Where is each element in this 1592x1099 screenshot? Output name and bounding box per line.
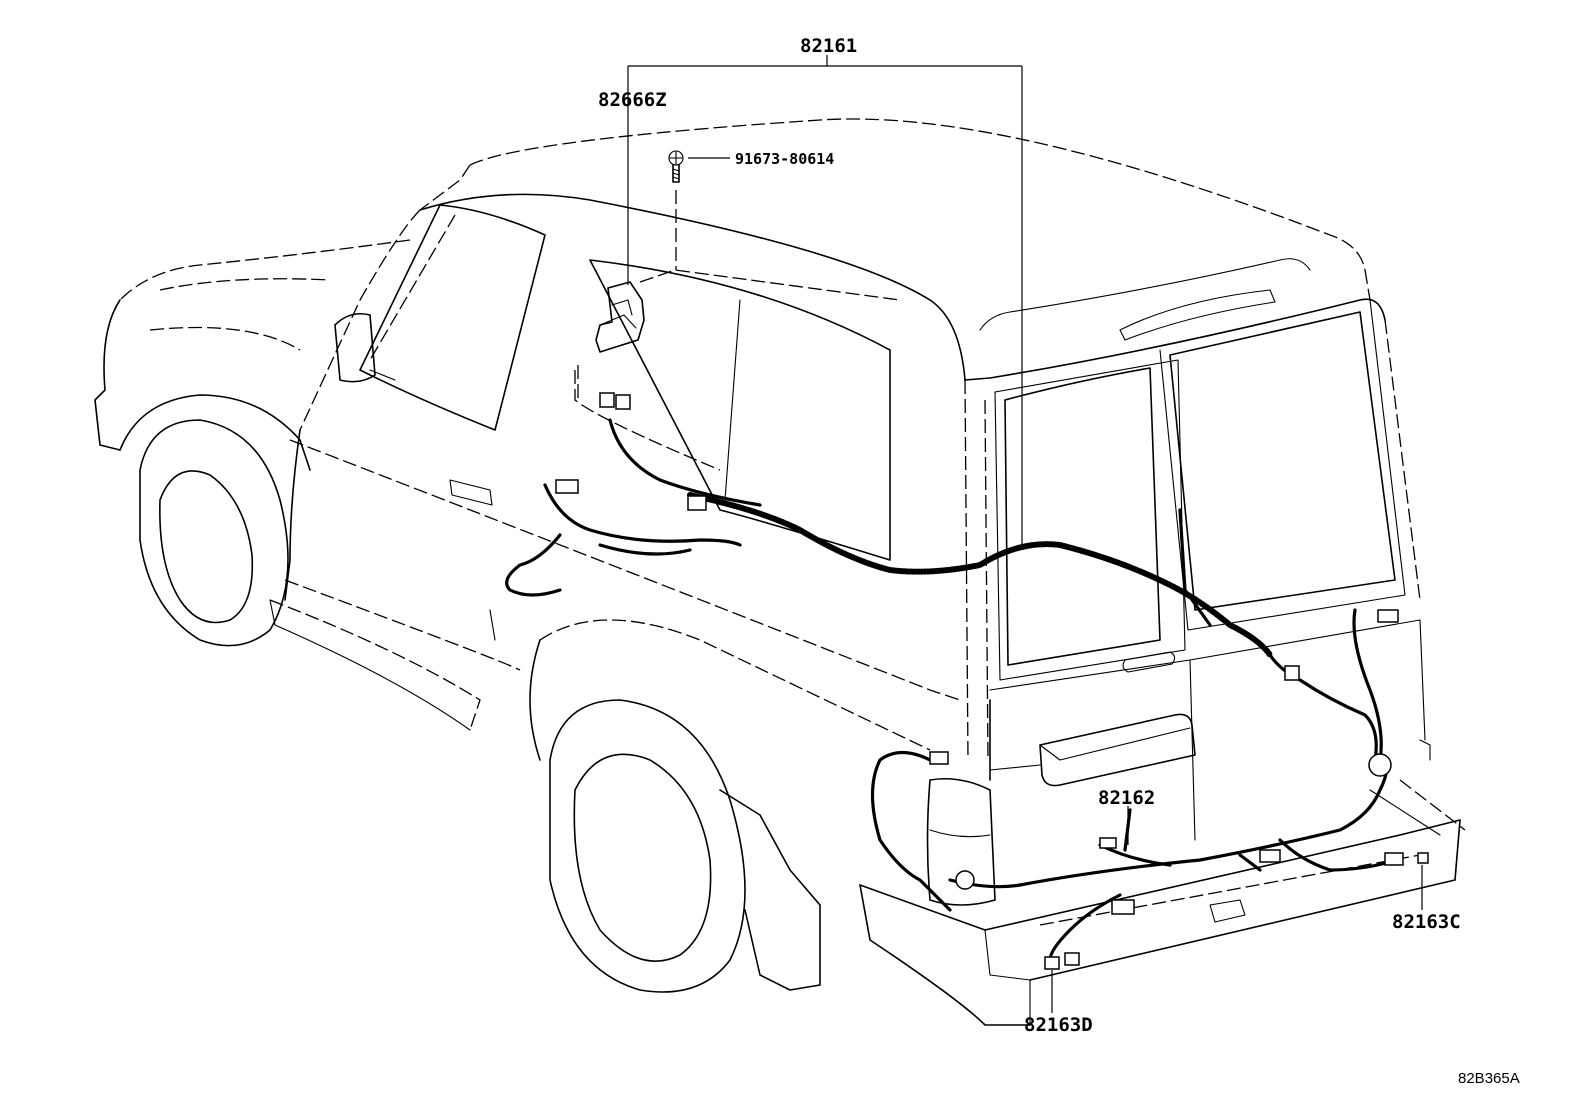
wiring-harness — [505, 418, 1392, 962]
reference-code: 82B365A — [1458, 1070, 1520, 1087]
label-82163d: 82163D — [1024, 1014, 1093, 1036]
vehicle-body — [94, 118, 1466, 1026]
label-82163c: 82163C — [1392, 911, 1461, 933]
label-82161: 82161 — [800, 35, 857, 57]
part-labels: 82161 82666Z 91673-80614 82162 82163C 82… — [598, 35, 1520, 1087]
label-91673-80614: 91673-80614 — [735, 150, 834, 168]
label-82162: 82162 — [1098, 787, 1155, 809]
label-82666z: 82666Z — [598, 89, 667, 111]
bracket-part — [577, 269, 901, 400]
connectors — [555, 392, 1429, 970]
bolt-part — [668, 150, 730, 270]
leader-lines — [627, 55, 1423, 1013]
